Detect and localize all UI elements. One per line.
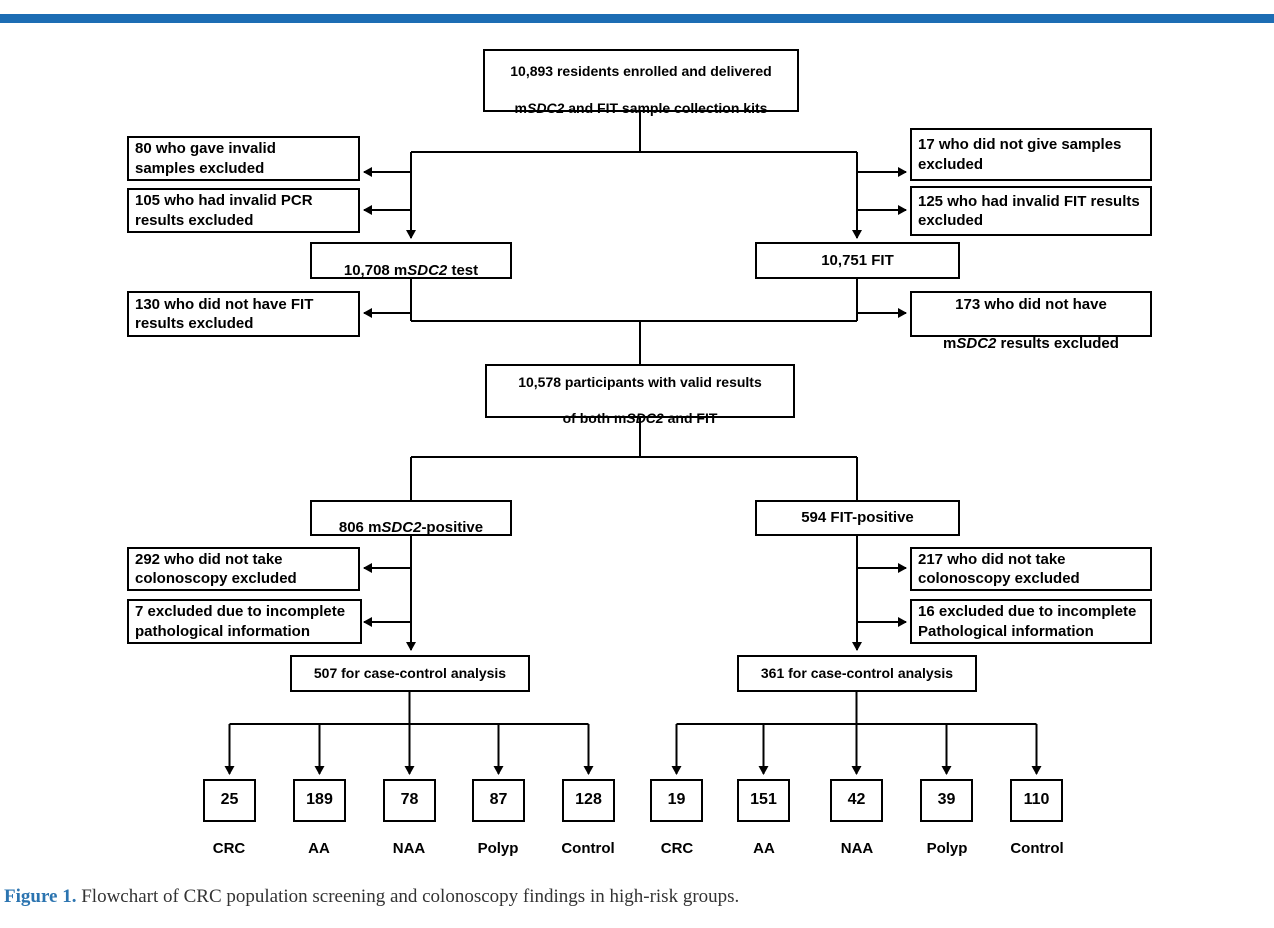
box-text: 17 who did not give samples excluded xyxy=(918,136,1122,173)
box-text: 39 xyxy=(937,791,956,809)
flow-box-msdc2-test: 10,708 mSDC2 test xyxy=(310,242,512,279)
flow-box-excl-incomplete-left: 7 excluded due to incomplete pathologica… xyxy=(127,599,362,644)
figure-caption-label: Figure 1. xyxy=(4,886,77,907)
box-text: 10,893 residents enrolled and delivered … xyxy=(510,63,772,116)
outcome-box-polyp-right: 39 xyxy=(920,779,973,822)
box-text: 173 who did not have mSDC2 results exclu… xyxy=(943,295,1119,352)
outcome-box-crc-left: 25 xyxy=(203,779,256,822)
flow-box-excl-invalid-fit: 125 who had invalid FIT results excluded xyxy=(910,186,1152,236)
box-text: 7 excluded due to incomplete pathologica… xyxy=(135,603,346,640)
outcome-label-crc-right: CRC xyxy=(660,840,694,857)
outcome-label-polyp-right: Polyp xyxy=(926,840,968,857)
flow-box-valid-results: 10,578 participants with valid results o… xyxy=(485,364,795,426)
outcome-box-control-right: 110 xyxy=(1010,779,1063,822)
box-text: 594 FIT-positive xyxy=(801,509,914,527)
flow-box-excl-invalid-samples: 80 who gave invalid samples excluded xyxy=(127,136,360,181)
box-text: 78 xyxy=(400,791,419,809)
flow-box-excl-no-colonoscopy-right: 217 who did not take colonoscopy exclude… xyxy=(910,547,1152,591)
box-text: 125 who had invalid FIT results excluded xyxy=(918,192,1140,230)
flow-box-fit-positive: 594 FIT-positive xyxy=(755,500,960,536)
outcome-box-control-left: 128 xyxy=(562,779,615,822)
box-text: 361 for case-control analysis xyxy=(760,665,954,682)
flow-box-enrolled: 10,893 residents enrolled and delivered … xyxy=(483,49,799,116)
outcome-box-aa-left: 189 xyxy=(293,779,346,822)
box-text: 10,708 mSDC2 test xyxy=(343,261,479,279)
box-text: 10,751 FIT xyxy=(821,251,894,269)
box-text: 80 who gave invalid samples excluded xyxy=(135,140,276,177)
figure-caption: Figure 1. Flowchart of CRC population sc… xyxy=(4,886,739,908)
box-text: 128 xyxy=(575,791,602,809)
box-text: 87 xyxy=(489,791,508,809)
box-text: 16 excluded due to incomplete Pathologic… xyxy=(918,603,1137,640)
outcome-box-aa-right: 151 xyxy=(737,779,790,822)
box-text: 292 who did not take colonoscopy exclude… xyxy=(135,550,297,588)
flow-box-fit-test: 10,751 FIT xyxy=(755,242,960,279)
outcome-box-crc-right: 19 xyxy=(650,779,703,822)
flow-box-case-control-left: 507 for case-control analysis xyxy=(290,655,530,692)
outcome-box-naa-left: 78 xyxy=(383,779,436,822)
outcome-box-polyp-left: 87 xyxy=(472,779,525,822)
outcome-label-control-left: Control xyxy=(561,840,615,857)
flow-box-excl-invalid-pcr: 105 who had invalid PCR results excluded xyxy=(127,188,360,233)
outcome-label-naa-right: NAA xyxy=(840,840,874,857)
box-text: 105 who had invalid PCR results excluded xyxy=(135,192,313,229)
figure-caption-text: Flowchart of CRC population screening an… xyxy=(76,886,740,907)
flow-box-excl-incomplete-right: 16 excluded due to incomplete Pathologic… xyxy=(910,599,1152,644)
flow-box-excl-no-samples: 17 who did not give samples excluded xyxy=(910,128,1152,181)
box-text: 806 mSDC2-positive xyxy=(338,519,484,536)
flow-box-msdc2-positive: 806 mSDC2-positive xyxy=(310,500,512,536)
outcome-label-polyp-left: Polyp xyxy=(477,840,519,857)
box-text: 19 xyxy=(667,791,686,809)
flow-box-excl-no-msdc2: 173 who did not have mSDC2 results exclu… xyxy=(910,291,1152,352)
box-text: 189 xyxy=(306,791,333,809)
outcome-label-crc-left: CRC xyxy=(212,840,246,857)
flow-box-excl-no-fit: 130 who did not have FIT results exclude… xyxy=(127,291,360,337)
outcome-box-naa-right: 42 xyxy=(830,779,883,822)
outcome-label-naa-left: NAA xyxy=(392,840,426,857)
flow-box-excl-no-colonoscopy-left: 292 who did not take colonoscopy exclude… xyxy=(127,547,360,591)
flow-box-case-control-right: 361 for case-control analysis xyxy=(737,655,977,692)
box-text: 10,578 participants with valid results o… xyxy=(518,373,762,427)
top-rule-bar xyxy=(0,14,1274,23)
box-text: 42 xyxy=(847,791,866,809)
box-text: 151 xyxy=(750,791,777,809)
outcome-label-aa-right: AA xyxy=(753,840,775,857)
box-text: 110 xyxy=(1023,791,1050,809)
box-text: 25 xyxy=(220,791,239,809)
box-text: 217 who did not take colonoscopy exclude… xyxy=(918,550,1080,588)
outcome-label-control-right: Control xyxy=(1010,840,1064,857)
outcome-label-aa-left: AA xyxy=(308,840,330,857)
box-text: 507 for case-control analysis xyxy=(313,665,507,682)
box-text: 130 who did not have FIT results exclude… xyxy=(135,295,314,333)
